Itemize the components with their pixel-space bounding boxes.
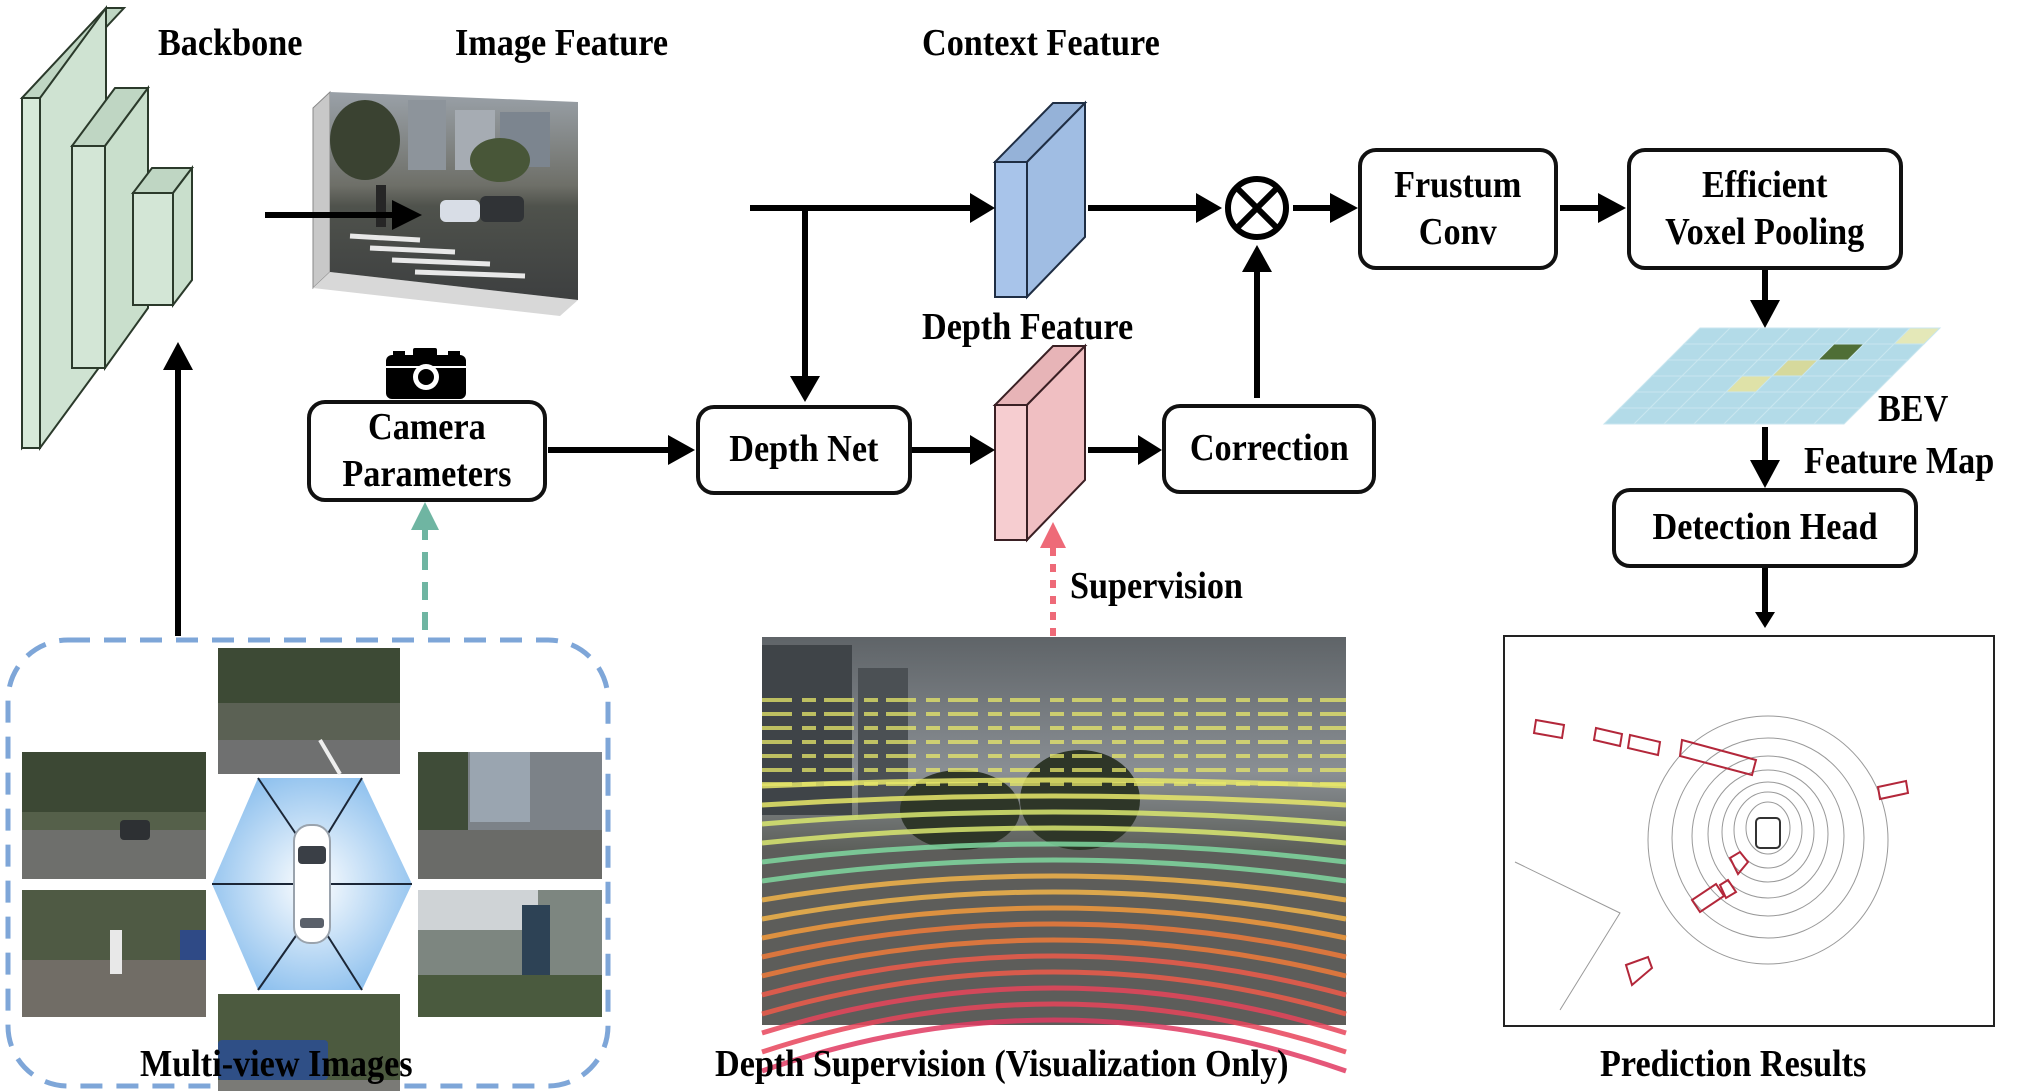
voxel-pooling-line2: Voxel Pooling bbox=[1665, 211, 1865, 253]
supervision-label: Supervision bbox=[1070, 565, 1243, 607]
camera-view-back-left bbox=[22, 890, 206, 1017]
correction-node: Correction bbox=[1162, 404, 1376, 494]
lidar-scan-line bbox=[761, 809, 1347, 827]
camera-view-front-right bbox=[418, 752, 602, 879]
correction-label: Correction bbox=[1189, 427, 1349, 470]
lidar-scan-line bbox=[761, 969, 1347, 1017]
bbox bbox=[1626, 733, 1662, 757]
bbox bbox=[1718, 878, 1738, 900]
depth-net-label: Depth Net bbox=[729, 428, 879, 471]
detection-boxes bbox=[1532, 718, 1910, 987]
lidar-scan-line bbox=[761, 793, 1347, 808]
frustum-conv-line1: Frustum bbox=[1394, 163, 1522, 206]
bbox bbox=[1690, 882, 1726, 914]
depth-supervision-visualization bbox=[761, 637, 1347, 1074]
camera-view-back-right bbox=[418, 890, 602, 1017]
lidar-scan-line bbox=[761, 1001, 1347, 1055]
multi-view-images-label: Multi-view Images bbox=[140, 1043, 413, 1085]
bev-label: BEV bbox=[1878, 388, 1949, 430]
lidar-scan-line bbox=[761, 857, 1347, 884]
ego-car-icon bbox=[212, 777, 412, 991]
image-feature-slab bbox=[312, 90, 578, 316]
camera-icon bbox=[386, 348, 466, 399]
lidar-scan-line bbox=[761, 937, 1347, 979]
bbox bbox=[1624, 955, 1654, 987]
bbox bbox=[1728, 850, 1750, 876]
lidar-scan-line bbox=[761, 841, 1347, 865]
lidar-scan-line bbox=[761, 905, 1347, 941]
camera-view-back bbox=[218, 994, 400, 1091]
flow-arrows bbox=[175, 205, 1768, 636]
voxel-pooling-line1: Efficient bbox=[1702, 163, 1828, 206]
bev-feature-map bbox=[1602, 327, 1942, 425]
supervision-dashed-arrow bbox=[1040, 522, 1066, 636]
context-feature-block bbox=[992, 100, 1088, 300]
image-feature-label: Image Feature bbox=[455, 22, 669, 64]
lidar-scan-line bbox=[761, 873, 1347, 903]
lidar-scan-line bbox=[761, 921, 1347, 960]
camera-dashed-arrow bbox=[411, 502, 439, 630]
lidar-point-lines bbox=[761, 698, 1347, 1074]
camera-view-front-left bbox=[22, 752, 206, 879]
lidar-scan-line bbox=[761, 889, 1347, 922]
bbox bbox=[1592, 726, 1624, 748]
depth-feature-block bbox=[992, 343, 1088, 543]
lidar-scan-line bbox=[761, 825, 1347, 846]
depth-net-node: Depth Net bbox=[696, 405, 912, 495]
bev-feature-map-label: Feature Map bbox=[1804, 440, 1995, 482]
bbox bbox=[1532, 718, 1566, 740]
lidar-rings bbox=[1514, 715, 1889, 1011]
lidar-scan-line bbox=[761, 953, 1347, 998]
backbone-label: Backbone bbox=[158, 22, 303, 64]
detection-head-node: Detection Head bbox=[1612, 488, 1918, 568]
bbox bbox=[1678, 738, 1758, 777]
camera-parameters-line1: Camera bbox=[368, 405, 486, 448]
bev-cell bbox=[1812, 407, 1862, 425]
lidar-scan-line bbox=[761, 985, 1347, 1036]
prediction-results-label: Prediction Results bbox=[1600, 1043, 1867, 1085]
context-feature-label: Context Feature bbox=[922, 22, 1160, 64]
lidar-scan-line bbox=[761, 1017, 1347, 1074]
depth-supervision-caption: Depth Supervision (Visualization Only) bbox=[715, 1043, 1289, 1085]
camera-view-front bbox=[218, 648, 400, 776]
depth-feature-label: Depth Feature bbox=[922, 306, 1134, 348]
frustum-conv-line2: Conv bbox=[1419, 211, 1497, 253]
backbone-block-small bbox=[130, 165, 195, 308]
arrow-heads bbox=[163, 193, 1780, 628]
detection-head-label: Detection Head bbox=[1652, 506, 1878, 549]
multiply-circle-icon bbox=[1225, 176, 1289, 240]
camera-parameters-line2: Parameters bbox=[342, 453, 512, 495]
bbox bbox=[1876, 779, 1910, 801]
prediction-results-panel bbox=[1503, 635, 1995, 1027]
